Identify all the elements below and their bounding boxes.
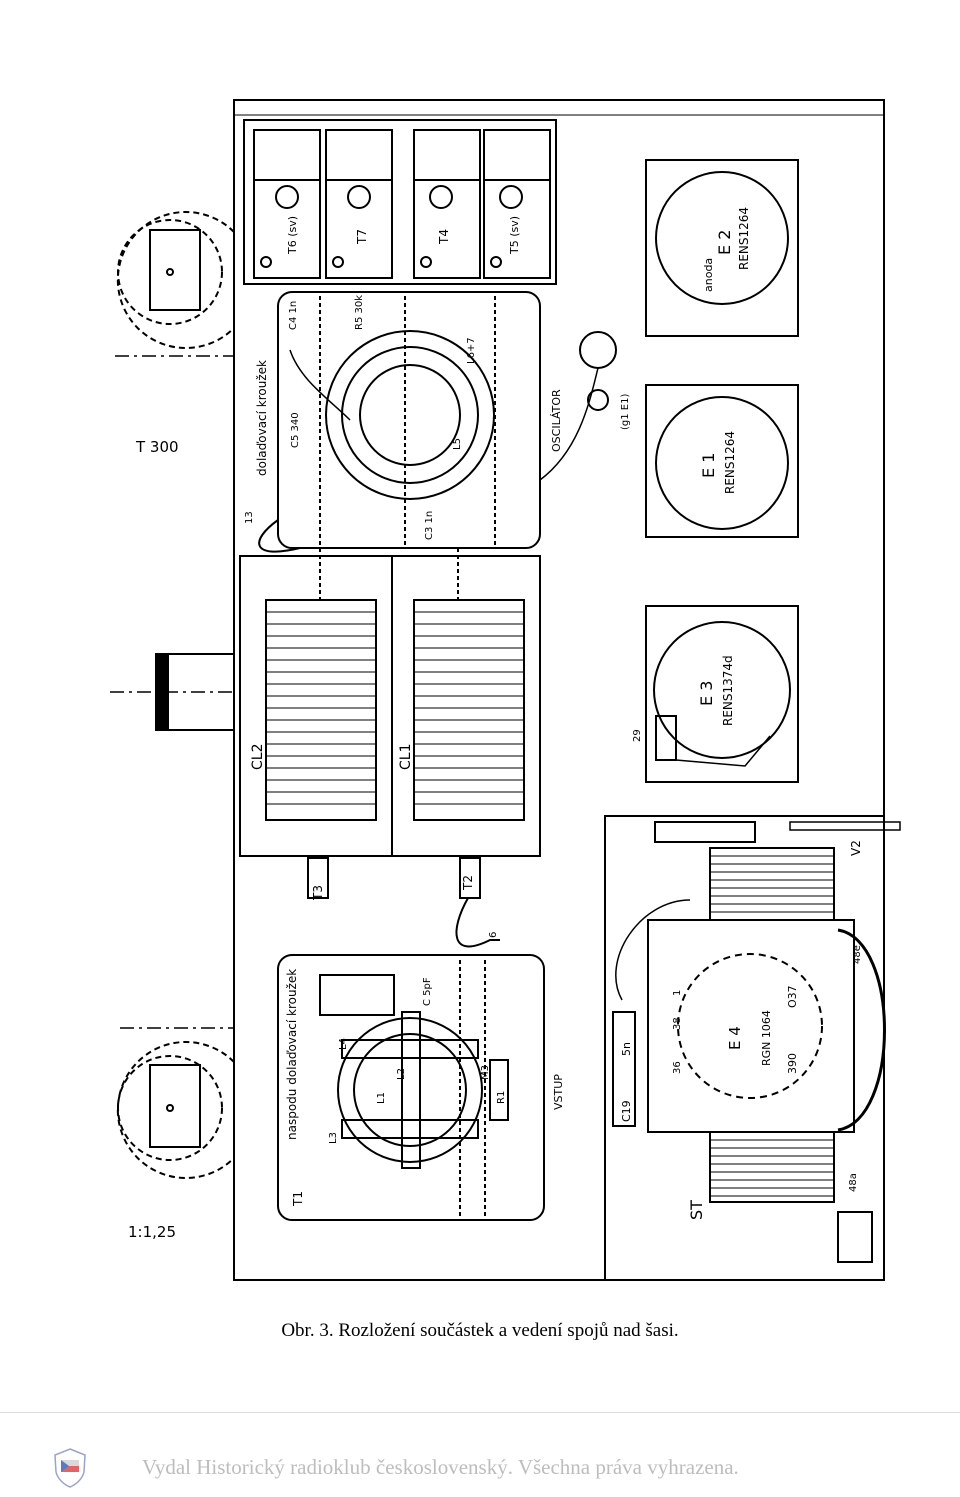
input-box bbox=[277, 954, 545, 1221]
publisher-notice: Vydal Historický radioklub československ… bbox=[142, 1455, 739, 1479]
label-l3: L3 bbox=[328, 1132, 339, 1144]
label-tube-e2-note: anoda bbox=[702, 258, 715, 292]
label-lamp: (g1 E1) bbox=[620, 394, 631, 430]
label-terminal-6: 6 bbox=[488, 932, 499, 938]
label-trimmer-t4: T4 bbox=[437, 229, 451, 245]
label-l4: L4 bbox=[338, 1038, 349, 1050]
label-tube-e1: E 1 bbox=[699, 453, 718, 478]
trimmer-strip bbox=[243, 119, 557, 285]
label-tube-e4-pin-a: 390 bbox=[786, 1053, 799, 1074]
label-terminal-48a: 48a bbox=[848, 1173, 859, 1192]
tube-socket-e2 bbox=[645, 159, 799, 337]
label-l1: L1 bbox=[376, 1092, 387, 1104]
label-tube-e3: E 3 bbox=[697, 681, 716, 706]
capacitor-c19 bbox=[612, 1011, 636, 1127]
label-trimmer-t7: T7 bbox=[355, 229, 369, 245]
label-cl2: CL2 bbox=[250, 744, 266, 770]
tube-socket-e1 bbox=[645, 384, 799, 538]
label-trimmer-main: T 300 bbox=[135, 438, 179, 456]
oscillator-box bbox=[277, 291, 541, 549]
label-l2: L2 bbox=[396, 1068, 407, 1080]
label-tube-e2: E 2 bbox=[715, 230, 734, 255]
label-input: VSTUP bbox=[552, 1074, 565, 1110]
label-terminal-38: 38 bbox=[672, 1017, 683, 1030]
label-osc: OSCILÁTOR bbox=[550, 389, 563, 452]
label-trimmer-t1: T1 bbox=[291, 1191, 305, 1207]
label-tube-e4-type: RGN 1064 bbox=[760, 1010, 773, 1066]
gang-capacitor bbox=[239, 555, 541, 857]
label-l5: L5 bbox=[452, 438, 463, 450]
label-c5pf: C 5pF bbox=[422, 977, 433, 1006]
label-cl1: CL1 bbox=[398, 744, 414, 770]
label-terminal-48e: 48e bbox=[852, 945, 863, 964]
power-section bbox=[604, 815, 885, 1281]
label-r5: R5 30k bbox=[354, 295, 365, 330]
label-tube-e2-type: RENS1264 bbox=[737, 207, 751, 270]
tube-socket-e3 bbox=[645, 605, 799, 783]
label-scale: 1:1,25 bbox=[128, 1223, 176, 1241]
label-st: ST bbox=[687, 1200, 706, 1220]
label-r1: R1 bbox=[496, 1091, 507, 1104]
label-m3: M3 bbox=[480, 1065, 491, 1080]
label-input-title: naspodu dolaďovací kroužek bbox=[285, 969, 299, 1140]
label-tube-e4-pin-b: O37 bbox=[786, 985, 799, 1008]
label-terminal-1: 1 bbox=[672, 990, 683, 996]
label-terminal-36: 36 bbox=[672, 1061, 683, 1074]
label-c19: C19 bbox=[620, 1100, 633, 1122]
label-l6: L6+7 bbox=[466, 337, 477, 364]
label-trimmer-t3: T3 bbox=[311, 885, 325, 901]
label-osc-title: dolaďovací kroužek bbox=[255, 360, 269, 476]
mount-lobe-top bbox=[116, 211, 235, 349]
label-c4: C4 1n bbox=[288, 301, 299, 330]
label-terminal-29: 29 bbox=[632, 729, 643, 742]
club-logo-icon bbox=[54, 1448, 86, 1488]
label-trimmer-t2: T2 bbox=[461, 875, 475, 891]
label-trimmer-t6: T6 (sv) bbox=[286, 216, 299, 255]
figure-caption: Obr. 3. Rozložení součástek a vedení spo… bbox=[281, 1320, 679, 1341]
label-c19-value: 5n bbox=[620, 1042, 633, 1056]
label-c3: C3 1n bbox=[424, 511, 435, 540]
label-tube-e1-type: RENS1264 bbox=[723, 431, 737, 494]
label-c5: C5 340 bbox=[290, 412, 301, 448]
shaft-bushing bbox=[155, 653, 169, 731]
label-trimmer-t5: T5 (sv) bbox=[508, 216, 521, 255]
label-tube-e3-type: RENS1374d bbox=[721, 655, 735, 726]
mount-lobe-bottom bbox=[116, 1041, 235, 1179]
label-v2: V2 bbox=[849, 840, 863, 856]
label-tube-e4: E 4 bbox=[726, 1026, 744, 1050]
footer bbox=[0, 1412, 960, 1497]
label-terminal-13: 13 bbox=[244, 511, 255, 524]
